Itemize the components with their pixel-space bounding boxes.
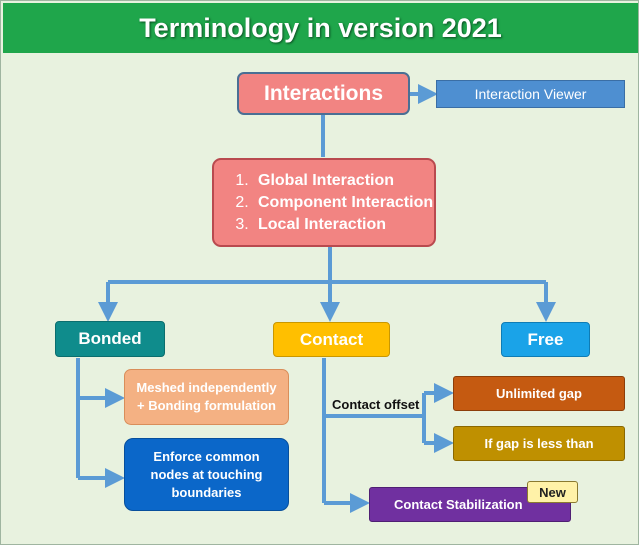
interaction-viewer-node: Interaction Viewer — [436, 80, 625, 108]
enforce-common-nodes-node: Enforce common nodes at touching boundar… — [124, 438, 289, 511]
interaction-type-item: 1. Global Interaction — [226, 170, 433, 192]
contact-node: Contact — [273, 322, 390, 357]
enforce-line-2: nodes at touching — [150, 466, 263, 482]
gap-less-than-node: If gap is less than — [453, 426, 625, 461]
interaction-type-item: 2. Component Interaction — [226, 192, 433, 214]
interaction-types-list: 1. Global Interaction 2. Component Interac… — [226, 170, 433, 236]
diagram-title: Terminology in version 2021 — [3, 3, 638, 53]
new-badge: New — [527, 481, 578, 503]
interaction-types-node: 1. Global Interaction 2. Component Interac… — [212, 158, 436, 247]
meshed-line-1: Meshed independently — [136, 380, 277, 395]
interactions-node: Interactions — [237, 72, 410, 115]
list-number: 1. — [235, 171, 249, 189]
list-number: 3. — [235, 215, 249, 233]
list-label: Component Interaction — [258, 193, 434, 211]
interaction-type-item: 3. Local Interaction — [226, 214, 433, 236]
enforce-line-3: boundaries — [171, 484, 242, 500]
bonded-node: Bonded — [55, 321, 165, 357]
contact-stabilization-label: Contact Stabilization — [394, 497, 523, 512]
contact-offset-label: Contact offset — [332, 397, 420, 412]
unlimited-gap-node: Unlimited gap — [453, 376, 625, 411]
enforce-line-1: Enforce common — [153, 448, 260, 464]
meshed-line-2: + Bonding formulation — [136, 398, 276, 413]
meshed-independently-node: Meshed independently + Bonding formulati… — [124, 369, 289, 425]
free-node: Free — [501, 322, 590, 357]
list-label: Global Interaction — [258, 171, 395, 189]
list-number: 2. — [235, 193, 249, 211]
list-label: Local Interaction — [258, 215, 387, 233]
